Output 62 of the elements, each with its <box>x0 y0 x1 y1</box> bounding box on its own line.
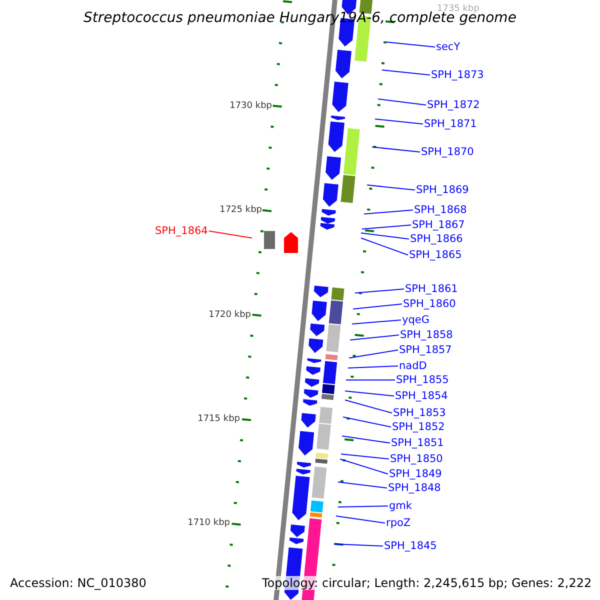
leader-line <box>360 232 410 240</box>
scale-tick-label: 1720 kbp <box>208 310 251 320</box>
leader-line <box>350 334 400 340</box>
leader-line <box>372 146 420 152</box>
info-text: Accession: NC_010380 <box>10 576 146 590</box>
leader-line <box>342 416 392 428</box>
gene-label: gmk <box>389 500 412 512</box>
leader-line <box>382 70 430 76</box>
leader-line <box>352 320 402 324</box>
gene-label: SPH_1853 <box>393 407 446 419</box>
gene-label: SPH_1865 <box>409 249 462 261</box>
gene-label: SPH_1850 <box>390 453 443 465</box>
leader-line <box>208 230 252 238</box>
gene-label: SPH_1860 <box>403 298 456 310</box>
scale-tick-label: 1710 kbp <box>188 518 230 528</box>
gene-label: SPH_1861 <box>405 283 458 295</box>
gene-label: SPH_1870 <box>421 146 474 158</box>
leader-line <box>364 210 414 214</box>
leader-line <box>360 238 408 256</box>
leader-line <box>344 400 392 414</box>
gene-label: SPH_1858 <box>400 329 453 341</box>
leader-line <box>378 98 426 106</box>
gene-label: SPH_1869 <box>416 184 469 196</box>
leader-line <box>338 482 388 488</box>
scale-tick-label: 1715 kbp <box>198 414 240 424</box>
leader-line <box>386 42 436 48</box>
gene-label: SPH_1855 <box>396 374 449 386</box>
info-text: Topology: circular; Length: 2,245,615 bp; Genes: 2,222 <box>262 576 592 590</box>
gene-label: SPH_1854 <box>395 390 448 402</box>
leader-line <box>352 304 402 310</box>
leader-line <box>340 458 388 474</box>
gene-label: SPH_1868 <box>414 204 467 216</box>
leader-line <box>366 184 416 190</box>
scale-tick-label: 1730 kbp <box>230 101 272 111</box>
leader-line <box>348 350 398 358</box>
leader-line <box>348 366 398 368</box>
gene-label: SPH_1872 <box>427 99 480 111</box>
gene-label: SPH_1871 <box>424 118 477 130</box>
gene-label: nadD <box>399 360 427 372</box>
leader-line <box>336 516 386 524</box>
gene-label: SPH_1873 <box>431 69 484 81</box>
leader-line <box>340 454 390 460</box>
leader-line <box>354 288 404 294</box>
leader-line <box>342 436 390 444</box>
gene-label: SPH_1867 <box>412 219 465 231</box>
gene-label: SPH_1851 <box>391 437 444 449</box>
gene-label: SPH_1864 <box>155 225 208 237</box>
gene-label: SPH_1848 <box>388 482 441 494</box>
gene-label: SPH_1866 <box>410 233 463 245</box>
gene-label: SPH_1845 <box>384 540 437 552</box>
gene-label: secY <box>436 41 460 53</box>
leader-line <box>334 544 384 546</box>
scale-tick-label: 1725 kbp <box>220 205 262 215</box>
leader-line <box>362 224 412 230</box>
leader-line <box>344 390 394 396</box>
leader-line <box>338 506 388 508</box>
gene-label: rpoZ <box>386 517 411 529</box>
leader-line <box>374 118 424 124</box>
gene-label: SPH_1852 <box>392 421 445 433</box>
gene-label: SPH_1849 <box>389 468 442 480</box>
gene-label: SPH_1857 <box>399 344 452 356</box>
gene-label: yqeG <box>402 314 430 326</box>
